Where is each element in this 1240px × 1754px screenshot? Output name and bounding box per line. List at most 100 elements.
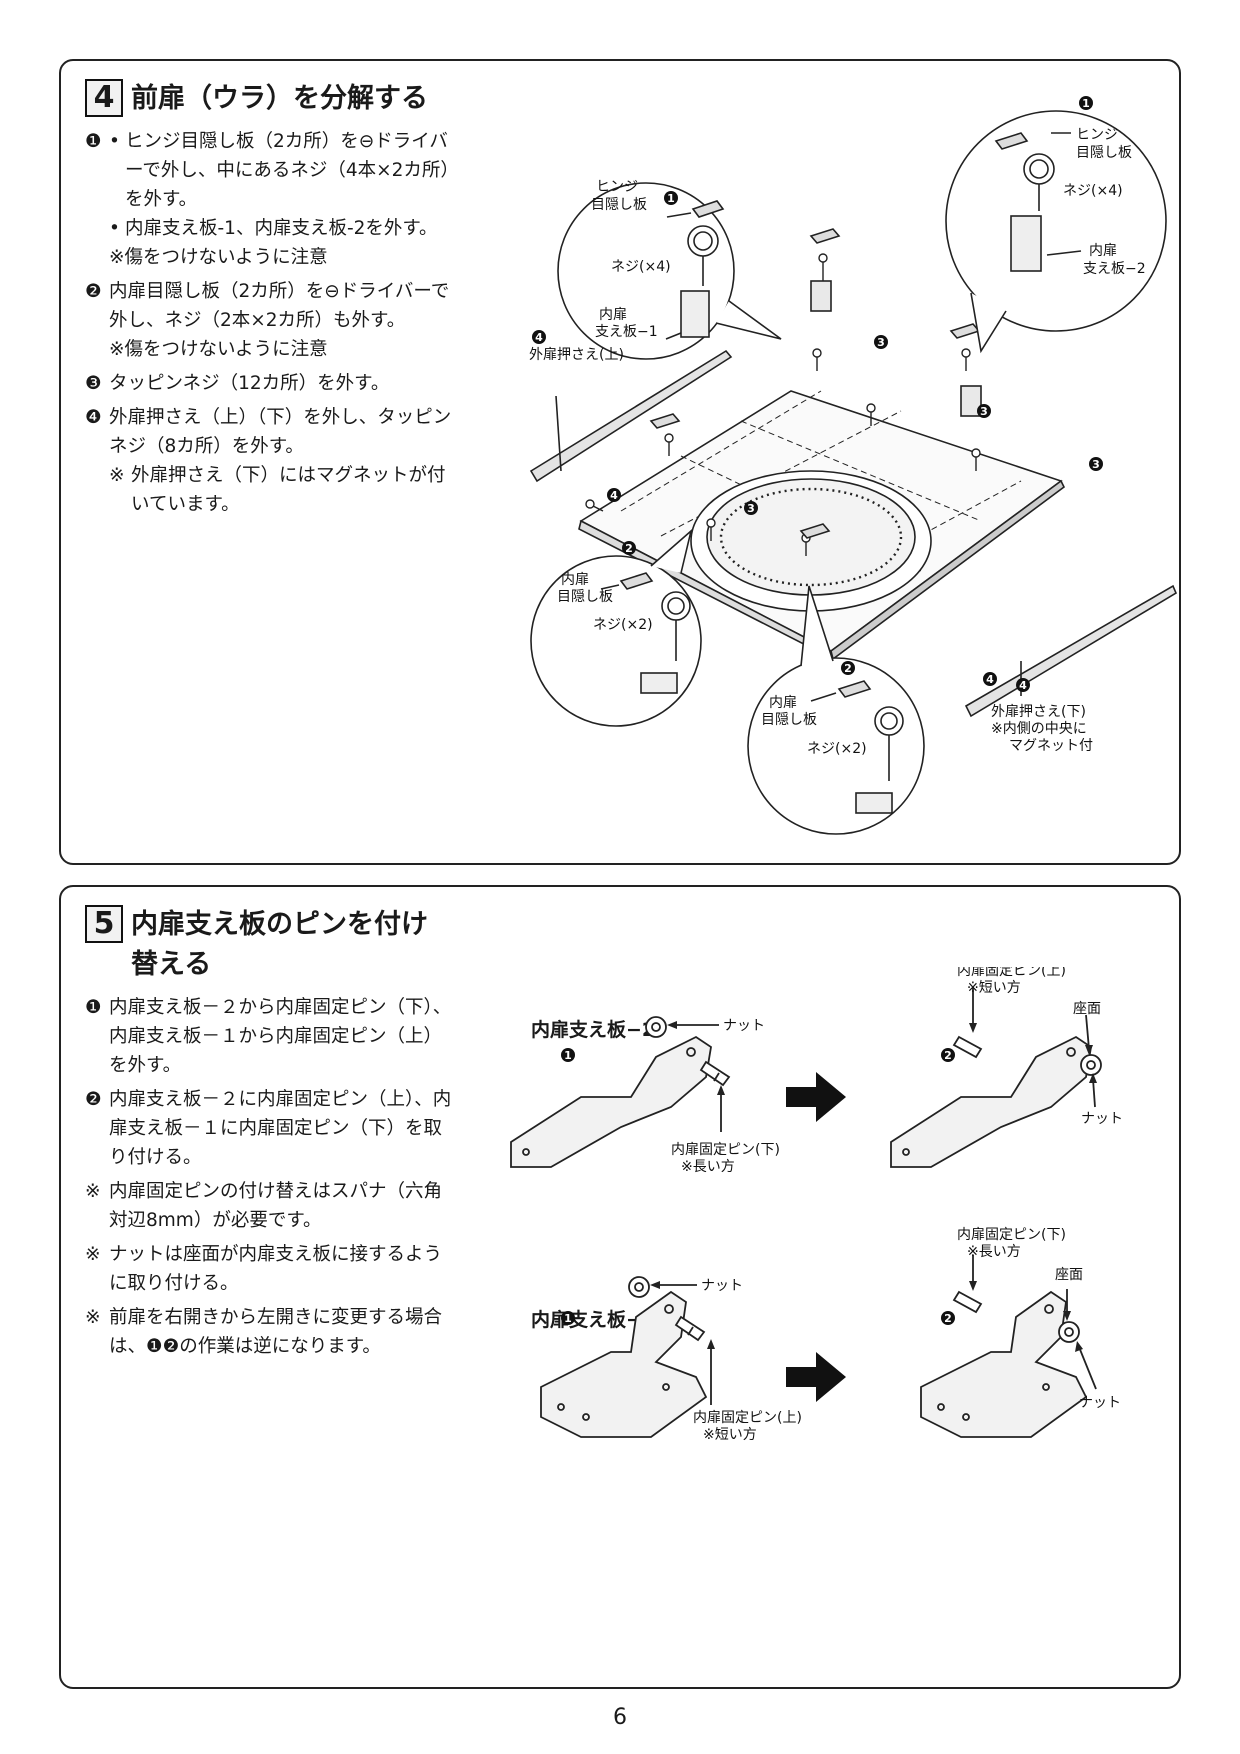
section-5-panel: 5 内扉支え板のピンを付け 替える ❶ 内扉支え板－２から内扉固定ピン（下）、内…: [59, 885, 1181, 1689]
pin-swap-diagram: 1 2 ナット 内扉固定ピン(下) ※長い方 内扉固定ピン(上) ※短い方 座面…: [510, 967, 1123, 1443]
plate-2-after: [890, 1035, 1092, 1168]
callout-tr-number: 1: [1082, 97, 1090, 110]
plate-2-step-1: 1: [564, 1049, 572, 1062]
arrow-right-icon: [786, 1072, 846, 1122]
note-mark: ※: [85, 1307, 101, 1328]
plate-2-step-2: 2: [944, 1049, 952, 1062]
note-1-text: 内扉固定ピンの付け替えはスパナ（六角対辺8mm）が必要です。: [109, 1181, 443, 1231]
label: ※内側の中央に: [991, 721, 1087, 737]
label: ヒンジ: [1076, 127, 1118, 143]
label: 内扉: [1089, 243, 1117, 259]
bullet: •: [109, 218, 120, 239]
plate-1-seat: 座面: [1055, 1267, 1083, 1283]
plate-1-after: [920, 1290, 1088, 1438]
callout-top-right: [945, 110, 1167, 332]
step-1-text-a: ヒンジ目隠し板（2カ所）を⊖ドライバーで外し、中にあるネジ（4本×2カ所）を外す…: [125, 131, 450, 210]
step-3-number: 3: [877, 336, 885, 349]
label: ネジ(×4): [1063, 183, 1123, 199]
section-4-title: 前扉（ウラ）を分解する: [131, 83, 428, 114]
label: 外扉押さえ(下): [991, 704, 1086, 720]
step-4-number: 4: [986, 673, 994, 686]
label: 内扉: [769, 695, 797, 711]
label: 支え板−1: [595, 324, 658, 340]
step-4-number: 4: [610, 489, 618, 502]
label: マグネット付: [1009, 738, 1093, 754]
label: 支え板−2: [1083, 261, 1146, 277]
note-2-text: ナットは座面が内扉支え板に接するように取り付ける。: [109, 1244, 443, 1294]
plate-2-nut-after: ナット: [1081, 1111, 1123, 1127]
step-1-text: 内扉支え板－２から内扉固定ピン（下）、内扉支え板－１から内扉固定ピン（上）を外す…: [109, 997, 452, 1076]
plate-2-nut-before: ナット: [723, 1018, 765, 1034]
label: ネジ(×4): [611, 259, 671, 275]
label: ネジ(×2): [807, 741, 867, 757]
note-3-text-pre: 前扉を右開きから左開きに変更する場合は、: [109, 1307, 443, 1357]
section-4-number: 4: [85, 79, 123, 117]
outer-top-number: 4: [535, 331, 543, 344]
note-3: ※ 前扉を右開きから左開きに変更する場合は、❶❷の作業は逆になります。: [85, 1303, 455, 1361]
step-3-number: 3: [1092, 458, 1100, 471]
step-2-note: ※傷をつけないように注意: [109, 339, 328, 360]
plate-2-before: [510, 1035, 712, 1168]
step-1-marker: ❶: [85, 997, 102, 1018]
note-1: ※ 内扉固定ピンの付け替えはスパナ（六角対辺8mm）が必要です。: [85, 1177, 455, 1235]
section-5-title-line-2: 替える: [131, 949, 212, 980]
note-3-step-marks: ❶❷: [146, 1336, 180, 1357]
step-3-text: タッピンネジ（12カ所）を外す。: [109, 373, 390, 394]
label: ネジ(×2): [593, 617, 653, 633]
plate-1-nut-before: ナット: [701, 1278, 743, 1294]
section-5-steps: ❶ 内扉支え板－２から内扉固定ピン（下）、内扉支え板－１から内扉固定ピン（上）を…: [85, 993, 455, 1366]
label: 目隠し板: [557, 589, 613, 605]
page-number: 6: [613, 1705, 627, 1730]
bullet: •: [109, 131, 120, 152]
outer-press-bottom-bar: [964, 584, 1178, 718]
label: 目隠し板: [1076, 145, 1132, 161]
outer-bottom-number: 4: [1019, 679, 1027, 692]
step-1-text-b: 内扉支え板-1、内扉支え板-2を外す。: [125, 218, 438, 239]
section-5-title-line-1: 内扉支え板のピンを付け: [131, 909, 428, 940]
label: ヒンジ: [596, 179, 638, 195]
note-mark: ※: [85, 1181, 101, 1202]
note-3-text-post: の作業は逆になります。: [179, 1336, 381, 1357]
plate-2-pin-after-1: 内扉固定ピン(上): [957, 967, 1066, 979]
outer-press-top-bar: [529, 349, 733, 483]
step-3: ❸ タッピンネジ（12カ所）を外す。: [85, 369, 455, 398]
door-disassembly-diagram: 1 ヒンジ 目隠し板 ネジ(×4) 内扉 支え板−1 1 ヒンジ 目隠し板 ネジ…: [529, 96, 1178, 835]
step-1: ❶ • ヒンジ目隠し板（2カ所）を⊖ドライバーで外し、中にあるネジ（4本×2カ所…: [85, 127, 455, 272]
note-2: ※ ナットは座面が内扉支え板に接するように取り付ける。: [85, 1240, 455, 1298]
step-3-marker: ❸: [85, 373, 102, 394]
note-mark: ※: [109, 465, 125, 486]
plate-1-step-2: 2: [944, 1312, 952, 1325]
plate-1-nut-after: ナット: [1079, 1395, 1121, 1411]
plate-1-pin-after-1: 内扉固定ピン(下): [957, 1227, 1066, 1243]
label: 目隠し板: [761, 712, 817, 728]
section-5-number: 5: [85, 905, 123, 943]
plate-1-before: [540, 1290, 708, 1438]
label: 内扉: [561, 572, 589, 588]
arrow-right-icon: [786, 1352, 846, 1402]
step-4: ❹ 外扉押さえ（上）（下）を外し、タッピンネジ（8カ所）を外す。 ※ 外扉押さえ…: [85, 403, 455, 519]
step-3-number: 3: [980, 405, 988, 418]
section-4-heading: 4 前扉（ウラ）を分解する: [85, 79, 428, 119]
step-2: ❷ 内扉目隠し板（2カ所）を⊖ドライバーで外し、ネジ（2本×2カ所）も外す。 ※…: [85, 277, 455, 364]
callout-tl-number: 1: [667, 192, 675, 205]
step-4-marker: ❹: [85, 407, 102, 428]
step-1-marker: ❶: [85, 131, 102, 152]
plate-2-heading: 内扉支え板−2: [531, 1019, 656, 1041]
plate-2-pin-before-1: 内扉固定ピン(下): [671, 1142, 780, 1158]
step-2: ❷ 内扉支え板－２に内扉固定ピン（上）、内扉支え板－１に内扉固定ピン（下）を取り…: [85, 1085, 455, 1172]
step-4-text: 外扉押さえ（上）（下）を外し、タッピンネジ（8カ所）を外す。: [109, 407, 452, 457]
plate-1-pin-before-2: ※短い方: [703, 1427, 757, 1443]
diagram-labels: 1 ヒンジ 目隠し板 ネジ(×4) 内扉 支え板−1 1 ヒンジ 目隠し板 ネジ…: [529, 96, 1146, 757]
label: 内扉: [599, 307, 627, 323]
step-2-text: 内扉目隠し板（2カ所）を⊖ドライバーで外し、ネジ（2本×2カ所）も外す。: [109, 281, 450, 331]
plate-2-seat: 座面: [1073, 1001, 1101, 1017]
plate-2-pin-before-2: ※長い方: [681, 1159, 735, 1175]
section-4-steps: ❶ • ヒンジ目隠し板（2カ所）を⊖ドライバーで外し、中にあるネジ（4本×2カ所…: [85, 127, 455, 524]
section-4-panel: 4 前扉（ウラ）を分解する ❶ • ヒンジ目隠し板（2カ所）を⊖ドライバーで外し…: [59, 59, 1181, 865]
plate-2-pin-after-2: ※短い方: [967, 980, 1021, 996]
callout-bc-number: 2: [844, 662, 852, 675]
step-1-note: ※傷をつけないように注意: [109, 247, 328, 268]
step-2-marker: ❷: [85, 1089, 102, 1110]
step-1: ❶ 内扉支え板－２から内扉固定ピン（下）、内扉支え板－１から内扉固定ピン（上）を…: [85, 993, 455, 1080]
step-2-marker: ❷: [85, 281, 102, 302]
